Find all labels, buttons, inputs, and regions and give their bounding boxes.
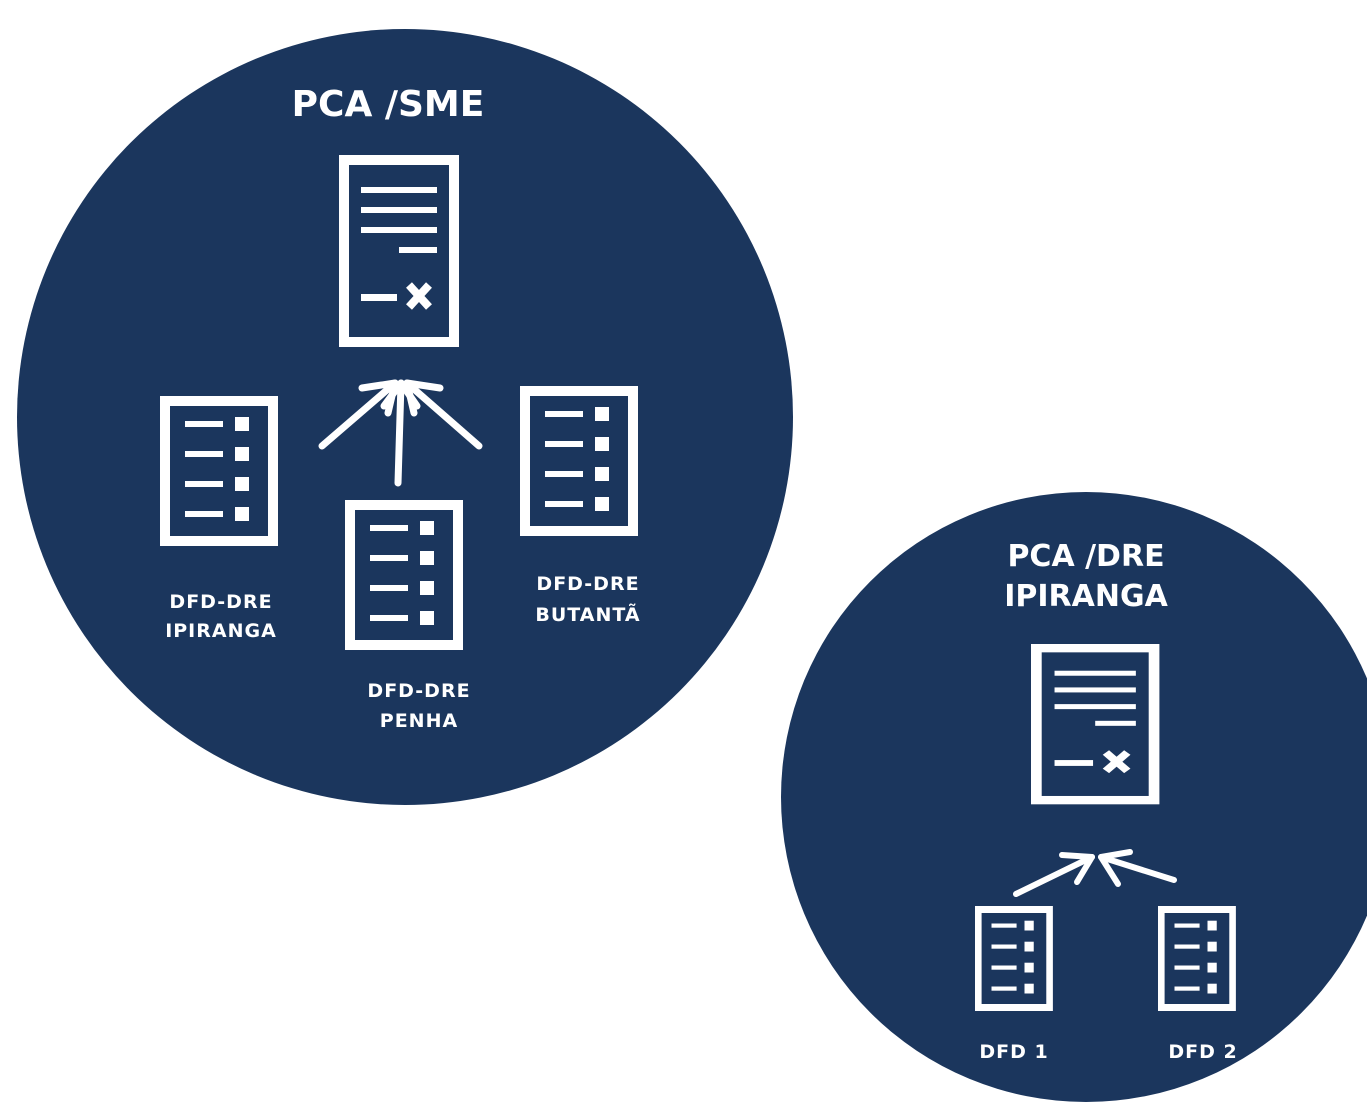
arrow-left-head xyxy=(1059,852,1095,885)
source-label-butanta-line1: DFD-DRE xyxy=(536,573,639,595)
arrow-left xyxy=(318,379,399,450)
source-label-dfd2: DFD 2 xyxy=(1168,1041,1237,1063)
arrow-right xyxy=(1098,854,1177,883)
dre-cluster: PCA /DRE IPIRANGA DFD 1 DFD 2 xyxy=(781,492,1367,1102)
source-label-ipiranga-line2: IPIRANGA xyxy=(165,620,277,642)
source-label-penha-line1: DFD-DRE xyxy=(367,680,470,702)
source-label-penha-line2: PENHA xyxy=(380,710,458,732)
dre-arrows xyxy=(1013,849,1177,897)
arrow-right-head xyxy=(403,379,444,417)
dre-title-line2: IPIRANGA xyxy=(1004,579,1168,614)
source-label-ipiranga-line1: DFD-DRE xyxy=(169,591,272,613)
arrow-right-head xyxy=(1098,849,1133,887)
sme-title: PCA /SME xyxy=(292,84,485,125)
source-label-butanta-line2: BUTANTÃ xyxy=(535,602,640,626)
source-label-dfd1: DFD 1 xyxy=(979,1041,1048,1063)
arrow-left xyxy=(1013,854,1095,897)
sme-circle xyxy=(17,29,793,805)
sme-arrows xyxy=(318,379,483,487)
dre-title-line1: PCA /DRE xyxy=(1007,539,1164,574)
arrow-center xyxy=(394,379,405,487)
sme-cluster: PCA /SME DFD-DRE IPIRANGA DFD-DRE PENHA … xyxy=(17,29,793,805)
arrow-right xyxy=(403,379,483,450)
